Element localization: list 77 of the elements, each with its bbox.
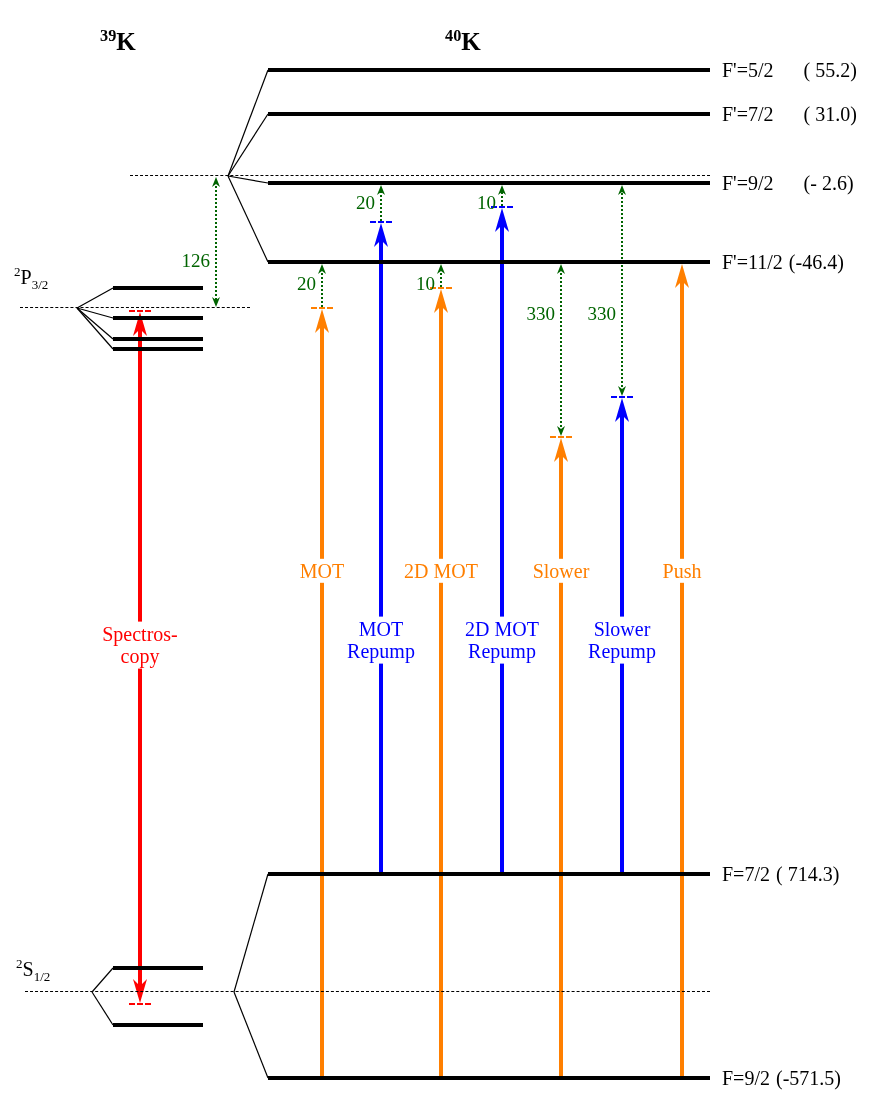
laser-arrow <box>554 438 568 1076</box>
detuning-arrow <box>212 177 220 307</box>
energy-level <box>268 1076 710 1080</box>
dashed-level-line <box>130 175 710 176</box>
level-label: F'=9/2 <box>722 173 774 193</box>
splitting-line <box>76 307 114 319</box>
detuned-level-marker <box>311 307 333 309</box>
energy-level <box>113 1023 203 1027</box>
energy-level <box>113 286 203 290</box>
detuning-arrow <box>557 264 565 436</box>
frequency-label: ( 31.0) <box>803 104 857 124</box>
laser-arrow <box>133 312 147 1003</box>
term-symbol: $^{2}$P$_{3/2}$ <box>14 266 49 288</box>
laser-label: 2D MOT <box>404 558 478 584</box>
splitting-line <box>91 967 114 993</box>
splitting-line <box>233 873 269 993</box>
frequency-label: (-46.4) <box>788 252 844 272</box>
laser-arrow <box>615 398 629 872</box>
frequency-label: (- 2.6) <box>803 173 854 193</box>
detuning-label: 20 <box>297 273 316 293</box>
laser-arrow <box>434 289 448 1076</box>
level-label: F'=7/2 <box>722 104 774 124</box>
splitting-line <box>76 307 114 340</box>
detuning-arrow <box>618 185 626 396</box>
energy-level <box>113 337 203 341</box>
splitting-line <box>233 991 269 1079</box>
laser-arrow <box>675 264 689 1076</box>
laser-label: Slower <box>532 558 590 584</box>
splitting-line <box>227 175 269 184</box>
frequency-label: ( 55.2) <box>803 60 857 80</box>
detuned-level-marker <box>491 206 513 208</box>
detuned-level-marker <box>370 221 392 223</box>
detuning-label: 20 <box>356 192 375 212</box>
laser-label: Push <box>662 558 702 584</box>
energy-level <box>268 181 710 185</box>
dashed-level-line <box>25 991 710 992</box>
energy-level <box>268 112 710 116</box>
dashed-level-line <box>20 307 250 308</box>
term-symbol: $^{2}$S$_{1/2}$ <box>16 958 51 980</box>
isotope-heading: $^{39}$K <box>100 28 136 56</box>
detuned-level-marker <box>550 436 572 438</box>
detuning-arrow <box>318 264 326 308</box>
detuning-arrow <box>377 185 385 222</box>
laser-arrow <box>374 223 388 872</box>
laser-label: MOT <box>299 558 345 584</box>
laser-arrow <box>315 309 329 1076</box>
energy-level <box>268 68 710 72</box>
isotope-heading: $^{40}$K <box>445 28 481 56</box>
detuning-label: 330 <box>526 303 555 323</box>
detuning-label: 126 <box>181 250 210 270</box>
frequency-label: ( 714.3) <box>775 864 840 884</box>
level-label: F=9/2 <box>722 1068 770 1088</box>
detuning-arrow <box>437 264 445 288</box>
detuned-level-marker <box>129 310 151 312</box>
energy-level <box>268 872 710 876</box>
level-label: F=7/2 <box>722 864 770 884</box>
detuned-level-marker <box>430 287 452 289</box>
detuning-label: 10 <box>416 273 435 293</box>
level-label: F'=5/2 <box>722 60 774 80</box>
splitting-line <box>76 307 114 350</box>
splitting-line <box>91 991 114 1026</box>
detuned-level-marker <box>611 396 633 398</box>
splitting-line <box>76 287 114 309</box>
energy-level <box>268 260 710 264</box>
frequency-label: (-571.5) <box>775 1068 841 1088</box>
laser-arrow <box>495 208 509 872</box>
detuning-label: 330 <box>587 303 616 323</box>
energy-level <box>113 347 203 351</box>
detuning-label: 10 <box>477 192 496 212</box>
detuning-arrow <box>498 185 506 207</box>
detuned-level-marker <box>129 1003 151 1005</box>
splitting-line <box>227 175 269 263</box>
splitting-line <box>227 113 269 177</box>
energy-level <box>113 316 203 320</box>
splitting-line <box>227 69 269 177</box>
energy-level <box>113 966 203 970</box>
level-label: F'=11/2 <box>722 252 783 272</box>
